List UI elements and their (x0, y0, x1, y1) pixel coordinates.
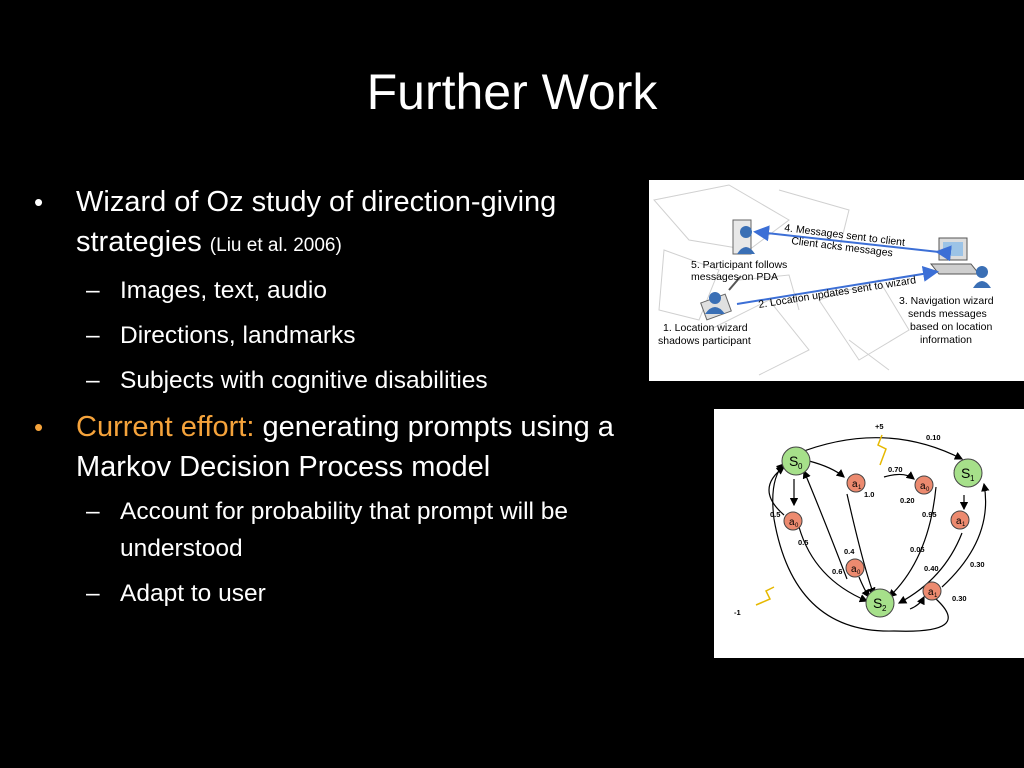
step1-sublabel: shadows participant (658, 335, 751, 347)
sub-bullet-text: Images, text, audio (120, 277, 328, 304)
action-a1-s1: a 1 (950, 510, 970, 530)
action-subscript: 0 (795, 523, 799, 529)
prob-label: 0.95 (922, 510, 937, 519)
prob-label: 0.30 (952, 594, 967, 603)
dash-glyph: – (86, 322, 100, 349)
sub-bullet: – Subjects with cognitive disabilities (34, 362, 624, 399)
step5-label: 5. Participant follows (691, 259, 787, 271)
action-a1-s2: a 1 (922, 581, 942, 601)
state-label: S (789, 453, 798, 469)
sub-bullet-text: Directions, landmarks (120, 322, 356, 349)
action-subscript: 0 (926, 487, 930, 493)
state-subscript: 0 (798, 462, 803, 471)
state-subscript: 2 (882, 604, 887, 613)
step3-label-3: based on location (910, 321, 992, 333)
step3-label-4: information (920, 334, 972, 346)
prob-label: 0.4 (844, 547, 855, 556)
bullet-current-effort: • Current effort: generating prompts usi… (34, 407, 624, 487)
sub-bullet: – Directions, landmarks (34, 317, 624, 354)
sub-bullet: – Account for probability that prompt wi… (34, 493, 624, 567)
bullet-text: Wizard of Oz study of direction-giving s… (76, 186, 557, 258)
action-label: a (851, 564, 857, 575)
action-label: a (920, 481, 926, 492)
slide-body: • Wizard of Oz study of direction-giving… (34, 182, 624, 620)
bullet-highlight: Current effort: (76, 411, 255, 443)
computer-icon (929, 237, 991, 288)
state-s0: S 0 (781, 446, 811, 476)
prob-label: 0.5 (770, 510, 780, 519)
dash-glyph: – (86, 367, 100, 394)
state-label: S (961, 465, 970, 481)
action-subscript: 1 (858, 485, 862, 491)
bullet-glyph: • (34, 187, 44, 217)
reward-negative: -1 (734, 608, 741, 617)
action-a0-s0: a 0 (783, 511, 803, 531)
action-label: a (852, 479, 858, 490)
location-wizard-icon (700, 275, 742, 321)
prob-label: 0.40 (924, 564, 939, 573)
action-subscript: 1 (962, 522, 966, 528)
state-label: S (873, 595, 882, 611)
action-label: a (928, 587, 934, 598)
slide-title: Further Work (366, 64, 658, 120)
dash-glyph: – (86, 498, 100, 525)
prob-label: 0.5 (798, 538, 808, 547)
location-arrow (736, 266, 939, 305)
prob-label: 0.10 (926, 433, 941, 442)
action-a0-s1: a 0 (914, 475, 934, 495)
step1-label: 1. Location wizard (663, 322, 748, 334)
sub-bullet-text: Account for probability that prompt will… (120, 498, 569, 562)
state-s1: S 1 (953, 458, 983, 488)
step3-label-1: 3. Navigation wizard (899, 295, 994, 307)
state-s2: S 2 (865, 588, 895, 618)
action-label: a (956, 516, 962, 527)
step5-sublabel: messages on PDA (691, 271, 778, 283)
reward-positive: +5 (875, 422, 884, 431)
bullet-glyph: • (34, 412, 44, 442)
bullet-wizard-of-oz: • Wizard of Oz study of direction-giving… (34, 182, 624, 266)
prob-label: 0.30 (970, 560, 985, 569)
messages-arrow (753, 225, 952, 262)
action-subscript: 0 (857, 570, 861, 576)
action-a0-s2: a 0 (845, 558, 865, 578)
dash-glyph: – (86, 277, 100, 304)
citation: (Liu et al. 2006) (209, 235, 342, 256)
dash-glyph: – (86, 580, 100, 607)
state-subscript: 1 (970, 474, 975, 483)
mdp-diagram: S 0 S 1 S 2 a 1 a 0 (714, 409, 1024, 658)
sub-bullet: – Images, text, audio (34, 272, 624, 309)
step3-label-2: sends messages (908, 308, 987, 320)
action-label: a (789, 517, 795, 528)
bullet-text: generating prompts using a Markov Decisi… (76, 411, 614, 483)
sub-bullet-text: Adapt to user (120, 580, 266, 607)
step2-label: 2. Location updates sent to wizard (758, 274, 917, 311)
reward-marks (755, 434, 887, 606)
prob-label: 0.05 (910, 545, 925, 554)
prob-label: 0.6 (832, 567, 842, 576)
participant-icon (732, 219, 755, 255)
sub-bullet-text: Subjects with cognitive disabilities (120, 367, 488, 394)
prob-label: 0.20 (900, 496, 915, 505)
sub-bullet: – Adapt to user (34, 575, 624, 612)
wizard-of-oz-diagram: 4. Messages sent to client Client acks m… (649, 180, 1024, 381)
action-subscript: 1 (934, 593, 938, 599)
prob-label: 1.0 (864, 490, 874, 499)
prob-label: 0.70 (888, 465, 903, 474)
action-a1-s0: a 1 (846, 473, 866, 493)
